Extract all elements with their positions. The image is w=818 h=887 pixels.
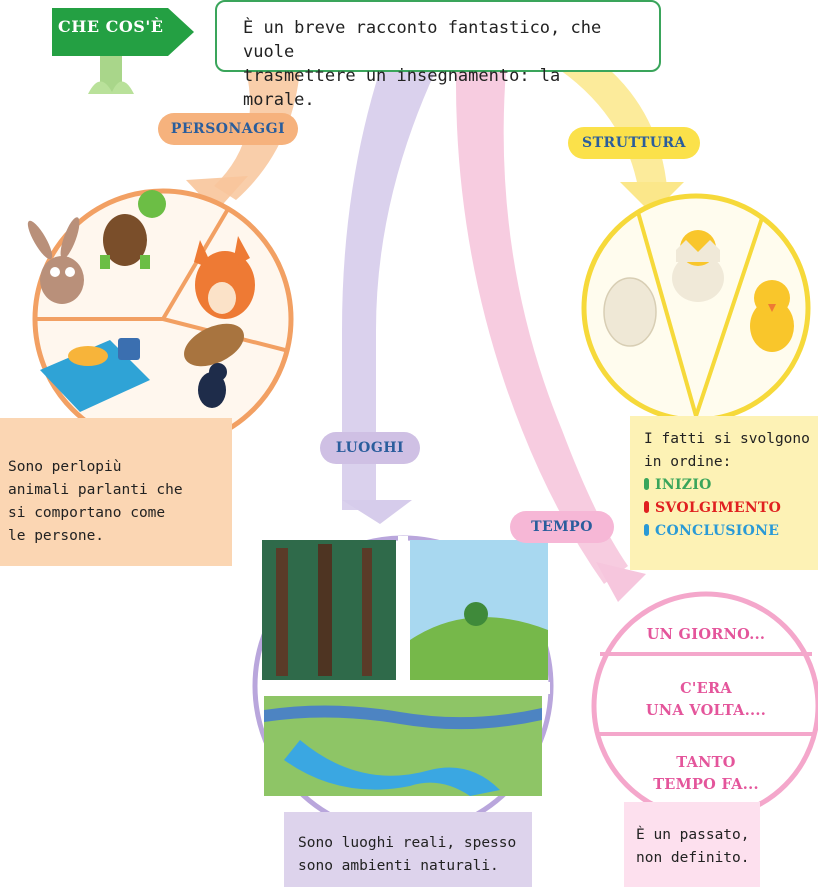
chick-icon — [750, 280, 794, 352]
signpost-arrow-icon — [52, 8, 194, 94]
tempo-item-un-giorno: UN GIORNO... — [646, 626, 766, 643]
tempo-line: TANTO — [676, 754, 736, 771]
tempo-band — [455, 70, 628, 584]
struttura-circle — [581, 193, 811, 423]
description-line: Sono luoghi reali, spesso — [298, 835, 517, 851]
struttura-description: I fatti si svolgono in ordine: INIZIO SV… — [630, 416, 818, 570]
description-line: in ordine: — [644, 454, 732, 470]
tempo-line: TEMPO FA... — [653, 776, 759, 793]
struttura-label: STRUTTURA — [568, 127, 700, 159]
luoghi-circle — [252, 535, 554, 837]
description-line: animali parlanti che — [8, 482, 183, 498]
description-line: non definito. — [636, 850, 750, 866]
green-dot-icon — [644, 478, 649, 490]
tempo-circle — [591, 591, 818, 821]
description-line: È un passato, — [636, 827, 750, 843]
structure-item-svolgimento: SVOLGIMENTO — [644, 497, 818, 520]
description-line: Sono perlopiù — [8, 459, 122, 475]
rabbit-icon — [27, 217, 84, 304]
tempo-item-tanto-tempo-fa: TANTO TEMPO FA... — [606, 752, 806, 796]
tempo-label: TEMPO — [510, 511, 614, 543]
red-dot-icon — [644, 501, 649, 513]
description-line: sono ambienti naturali. — [298, 858, 499, 874]
structure-item-conclusione: CONCLUSIONE — [644, 520, 818, 543]
personaggi-description: Sono perlopiù animali parlanti che si co… — [0, 418, 232, 566]
item-text: SVOLGIMENTO — [655, 500, 782, 516]
tempo-item-cera-una-volta: C'ERA UNA VOLTA.... — [606, 678, 806, 722]
personaggi-circle — [27, 188, 294, 450]
tempo-description: È un passato, non definito. — [624, 802, 760, 887]
tempo-line: UNA VOLTA.... — [645, 702, 767, 719]
cicada-icon — [40, 338, 150, 412]
blue-dot-icon — [644, 524, 649, 536]
personaggi-label: PERSONAGGI — [158, 113, 298, 145]
struttura-band — [560, 70, 668, 200]
luoghi-label: LUOGHI — [320, 432, 420, 464]
item-text: CONCLUSIONE — [655, 523, 780, 539]
item-text: INIZIO — [655, 477, 712, 493]
fox-icon — [194, 236, 255, 319]
luoghi-description: Sono luoghi reali, spesso sono ambienti … — [284, 812, 532, 887]
che-cose-tag: CHE COS'È — [58, 17, 164, 36]
description-line: si comportano come — [8, 505, 166, 521]
structure-item-inizio: INIZIO — [644, 474, 818, 497]
description-line: I fatti si svolgono — [644, 431, 810, 447]
ant-icon — [184, 323, 244, 408]
definition-line: trasmettere un insegnamento: la morale. — [243, 66, 561, 110]
description-line: le persone. — [8, 528, 105, 544]
definition-box: È un breve racconto fantastico, che vuol… — [215, 0, 661, 110]
definition-line: È un breve racconto fantastico, che vuol… — [243, 18, 602, 62]
tempo-line: C'ERA — [680, 680, 732, 697]
egg-icon — [603, 277, 657, 347]
luoghi-band — [342, 70, 436, 510]
hatching-chick-icon — [672, 230, 724, 302]
turtle-icon — [100, 190, 166, 269]
